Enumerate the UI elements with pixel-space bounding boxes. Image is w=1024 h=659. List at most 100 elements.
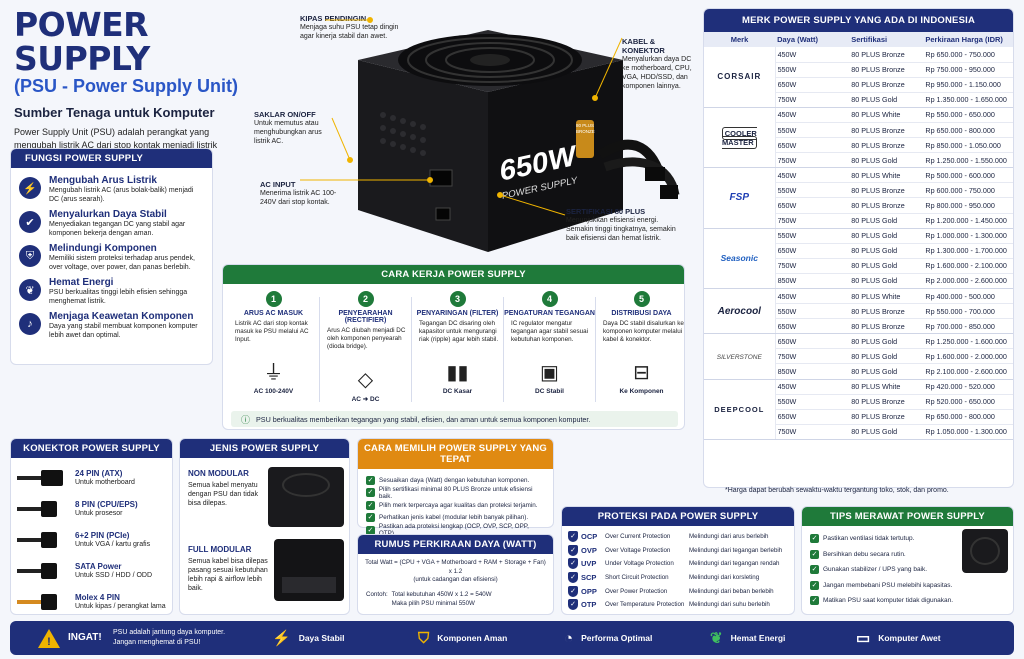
tips-text: Gunakan stabilizer / UPS yang baik. — [823, 566, 928, 574]
brand-price: Rp 1.050.000 - 1.300.000 — [923, 424, 1013, 440]
step-desc: Arus AC diubah menjadi DC oleh komponen … — [327, 327, 406, 350]
brand-cert: 80 PLUS Bronze — [849, 182, 924, 199]
brand-cert: 80 PLUS Gold — [849, 228, 924, 244]
brand-cert: 80 PLUS White — [849, 107, 924, 123]
brand-cert: 80 PLUS White — [849, 379, 924, 395]
cara-pilih-title: CARA MEMILIH POWER SUPPLY YANG TEPAT — [358, 439, 553, 469]
step-number: 5 — [633, 291, 650, 307]
step-divider — [319, 297, 320, 402]
brand-cert: 80 PLUS Gold — [849, 258, 924, 274]
brand-watt: 750W — [775, 258, 850, 274]
cara-pilih-text: Pilih sertifikasi minimal 80 PLUS Bronze… — [378, 485, 533, 500]
brand-cert: 80 PLUS Bronze — [849, 394, 924, 410]
step-desc: Listrik AC dari stop kontak masuk ke PSU… — [235, 320, 309, 343]
brand-price: Rp 1.250.000 - 1.600.000 — [923, 333, 1013, 350]
footer-item: ❦Hemat Energi — [710, 621, 785, 655]
brand-name: CORSAIR — [717, 72, 762, 82]
nonmodular-psu-image — [268, 467, 344, 527]
fungsi-title: FUNGSI POWER SUPPLY — [11, 149, 212, 168]
brand-cert: 80 PLUS Gold — [849, 92, 924, 108]
brand-watt: 450W — [775, 47, 850, 63]
check-icon: ✓ — [810, 565, 819, 575]
brand-watt: 750W — [775, 152, 850, 169]
callout-cert-desc: Menunjukkan efisiensi energi. Semakin ti… — [566, 217, 676, 242]
brand-watt: 650W — [775, 197, 850, 214]
footer-item-label: Komponen Aman — [437, 633, 508, 643]
brand-price: Rp 850.000 - 1.050.000 — [923, 137, 1013, 154]
tips-text: Matikan PSU saat komputer tidak digunaka… — [823, 597, 954, 605]
brand-watt: 750W — [775, 424, 850, 440]
brand-price: Rp 420.000 - 520.000 — [923, 379, 1013, 395]
monitor-icon: ▭ — [856, 630, 871, 647]
connector-icon — [17, 467, 65, 489]
brand-logo-cell: DEEPCOOL — [704, 379, 776, 440]
tips-panel: TIPS MERAWAT POWER SUPPLY ✓Pastikan vent… — [801, 506, 1014, 615]
psu-illustration: 650W POWER SUPPLY 80 PLUS BRONZE — [338, 20, 628, 255]
konektor-text: 8 PIN (CPU/EPS)Untuk prosesor — [75, 500, 138, 518]
konektor-title: KONEKTOR POWER SUPPLY — [11, 439, 172, 458]
brand-price: Rp 950.000 - 1.150.000 — [923, 77, 1013, 93]
brand-price: Rp 1.300.000 - 1.700.000 — [923, 243, 1013, 259]
konektor-desc: Untuk motherboard — [75, 478, 135, 486]
page-tagline: Sumber Tenaga untuk Komputer — [14, 105, 215, 120]
brand-cert: 80 PLUS Gold — [849, 348, 924, 365]
shield-check-icon: ✓ — [568, 544, 578, 556]
proteksi-name: Short Circuit Protection — [605, 574, 669, 582]
check-icon: ✓ — [366, 475, 375, 485]
jenis-title: JENIS POWER SUPPLY — [180, 439, 349, 458]
lightning-icon: ⚡ — [272, 630, 291, 647]
brand-cert: 80 PLUS Bronze — [849, 122, 924, 139]
proteksi-title: PROTEKSI PADA POWER SUPPLY — [562, 507, 794, 526]
rumus-formula-note: (untuk cadangan dan efisiensi) — [413, 576, 498, 583]
proteksi-desc: Melindungi dari korsleting — [689, 574, 760, 582]
brand-price: Rp 650.000 - 750.000 — [923, 47, 1013, 63]
brand-cert: 80 PLUS Bronze — [849, 47, 924, 63]
proteksi-name: Over Temperature Protection — [605, 601, 685, 609]
brand-price: Rp 500.000 - 600.000 — [923, 167, 1013, 184]
proteksi-code: OVP — [581, 545, 597, 555]
brand-watt: 450W — [775, 107, 850, 123]
callout-acinput-title: AC INPUT — [260, 180, 296, 189]
brand-name: FSP — [729, 192, 749, 204]
warning-text: PSU adalah jantung daya komputer. Jangan… — [113, 629, 226, 646]
step-desc: Tegangan DC disaring oleh kapasitor untu… — [419, 320, 499, 343]
rumus-example-text2: Maka pilih PSU minimal 550W — [391, 599, 475, 607]
check-icon: ✓ — [810, 596, 819, 606]
step-title: DISTRIBUSI DAYA — [611, 310, 672, 317]
connector-icon — [17, 560, 65, 582]
callout-fan: KIPAS PENDINGIN Menjaga suhu PSU tetap d… — [300, 14, 400, 41]
cara-kerja-title: CARA KERJA POWER SUPPLY — [223, 265, 684, 284]
brand-watt: 650W — [775, 409, 850, 425]
brand-price: Rp 520.000 - 650.000 — [923, 394, 1013, 410]
brand-price: Rp 400.000 - 500.000 — [923, 288, 1013, 305]
shield-check-icon: ✓ — [568, 599, 578, 611]
fungsi-panel: FUNGSI POWER SUPPLY ⚡Mengubah Arus Listr… — [10, 148, 213, 365]
konektor-name: 6+2 PIN (PCIe) — [75, 530, 130, 540]
brand-watt: 850W — [775, 273, 850, 290]
step-divider — [503, 297, 504, 402]
step-label: AC ➜ DC — [351, 396, 380, 403]
fungsi-item-desc: PSU berkualitas tinggi lebih efisien seh… — [49, 289, 188, 305]
brand-cert: 80 PLUS Bronze — [849, 77, 924, 93]
rumus-panel: RUMUS PERKIRAAN DAYA (WATT) Total Watt =… — [357, 534, 554, 615]
konektor-text: 6+2 PIN (PCIe)Untuk VGA / kartu grafis — [75, 531, 150, 549]
page-subtitle: (PSU - Power Supply Unit) — [14, 76, 239, 96]
brand-watt: 750W — [775, 92, 850, 108]
footer-item-label: Performa Optimal — [581, 633, 653, 643]
brand-name: Aerocool — [717, 305, 761, 317]
step-label: DC Kasar — [442, 388, 473, 395]
cara-pilih-text: Pastikan ada proteksi lengkap (OCP, OVP,… — [378, 523, 529, 537]
brand-logo-cell: CORSAIR — [704, 47, 776, 108]
brand-cert: 80 PLUS Bronze — [849, 197, 924, 214]
